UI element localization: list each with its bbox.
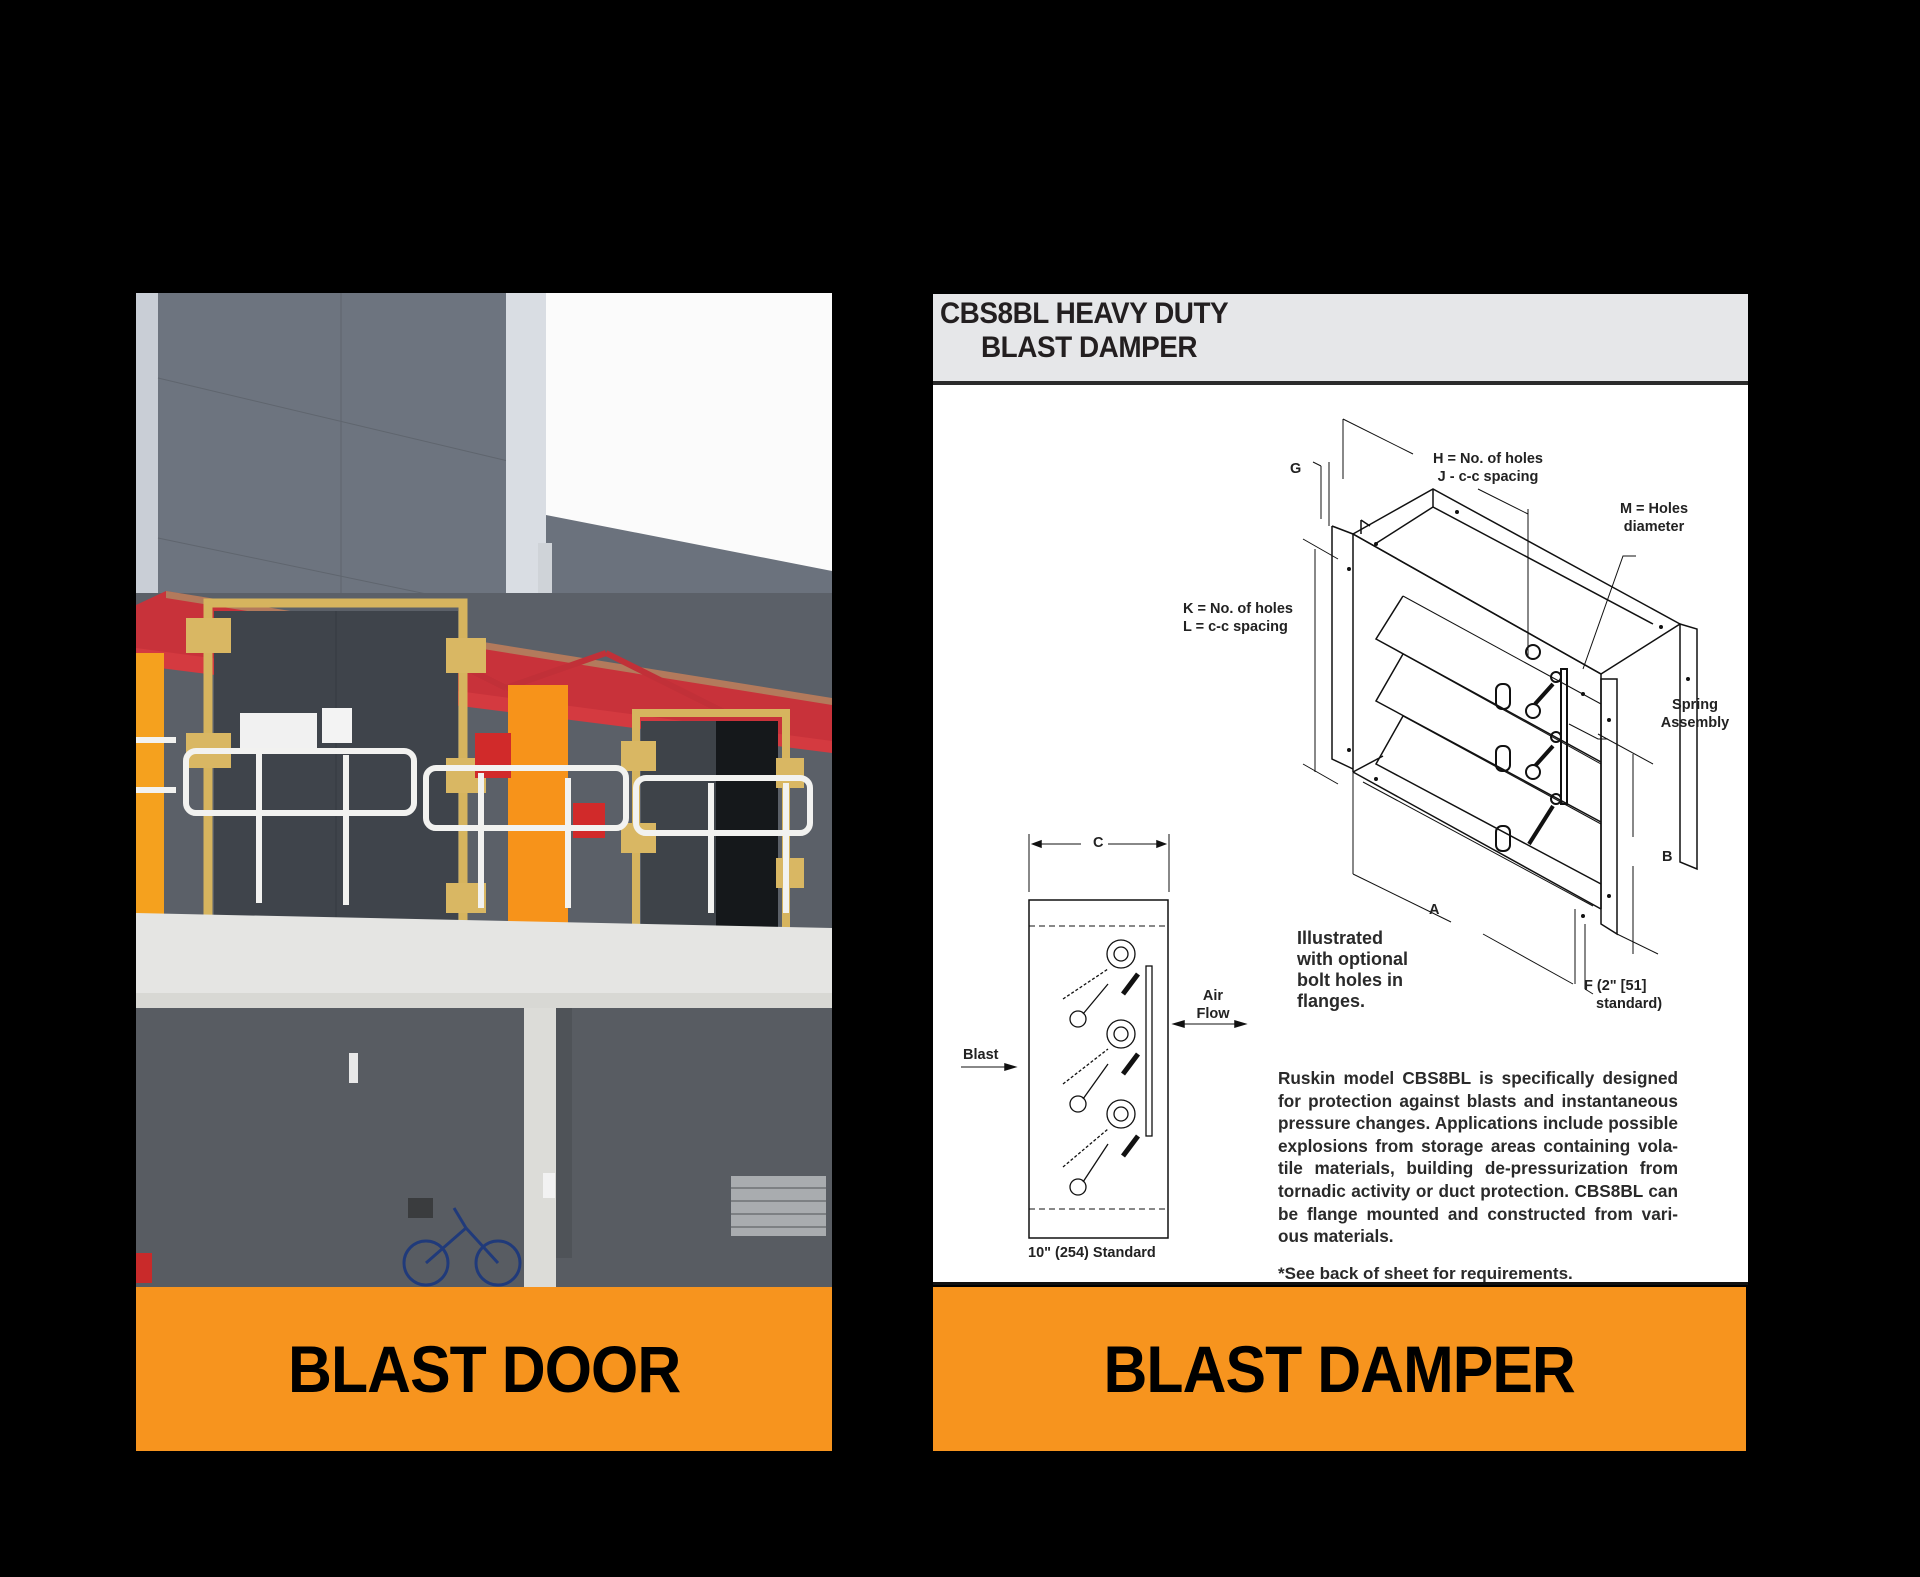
datasheet-title-line2: BLAST DAMPER <box>981 331 1198 364</box>
label-a: A <box>1429 902 1440 918</box>
blast-door-photo-illustration <box>136 293 832 1287</box>
blast-damper-caption: BLAST DAMPER <box>933 1287 1746 1451</box>
blast-damper-caption-text: BLAST DAMPER <box>1103 1332 1576 1406</box>
damper-isometric-drawing <box>961 418 1698 1239</box>
label-b: B <box>1662 849 1673 865</box>
label-g: G <box>1290 461 1302 477</box>
label-c: C <box>1093 835 1104 851</box>
blast-damper-datasheet: CBS8BL HEAVY DUTY BLAST DAMPER <box>933 294 1748 1285</box>
label-f-flange: F (2" [51] standard) <box>1584 978 1663 1012</box>
blast-door-photo <box>136 293 832 1287</box>
label-air-flow: Air Flow <box>1196 988 1230 1022</box>
datasheet-header: CBS8BL HEAVY DUTY BLAST DAMPER <box>933 294 1748 385</box>
label-standard-depth: 10" (254) Standard <box>1028 1245 1156 1261</box>
datasheet-title-line1: CBS8BL HEAVY DUTY <box>940 297 1229 330</box>
label-k-holes: K = No. of holes L = c-c spacing <box>1183 601 1293 635</box>
blast-door-caption: BLAST DOOR <box>136 1287 832 1451</box>
label-m-holes-diameter: M = Holes diameter <box>1619 501 1689 535</box>
label-blast: Blast <box>963 1047 999 1063</box>
label-spring-assembly: Spring Assembly <box>1660 697 1730 731</box>
illustrated-note: Illustrated with optional bolt holes in … <box>1297 928 1408 1011</box>
sheet-divider <box>933 1282 1748 1285</box>
label-h-holes: H = No. of holes J - c-c spacing <box>1433 451 1543 485</box>
product-description: Ruskin model CBS8BL is specifically desi… <box>1278 1068 1678 1247</box>
blast-door-caption-text: BLAST DOOR <box>287 1332 681 1406</box>
requirements-note: *See back of sheet for requirements. <box>1278 1264 1573 1283</box>
